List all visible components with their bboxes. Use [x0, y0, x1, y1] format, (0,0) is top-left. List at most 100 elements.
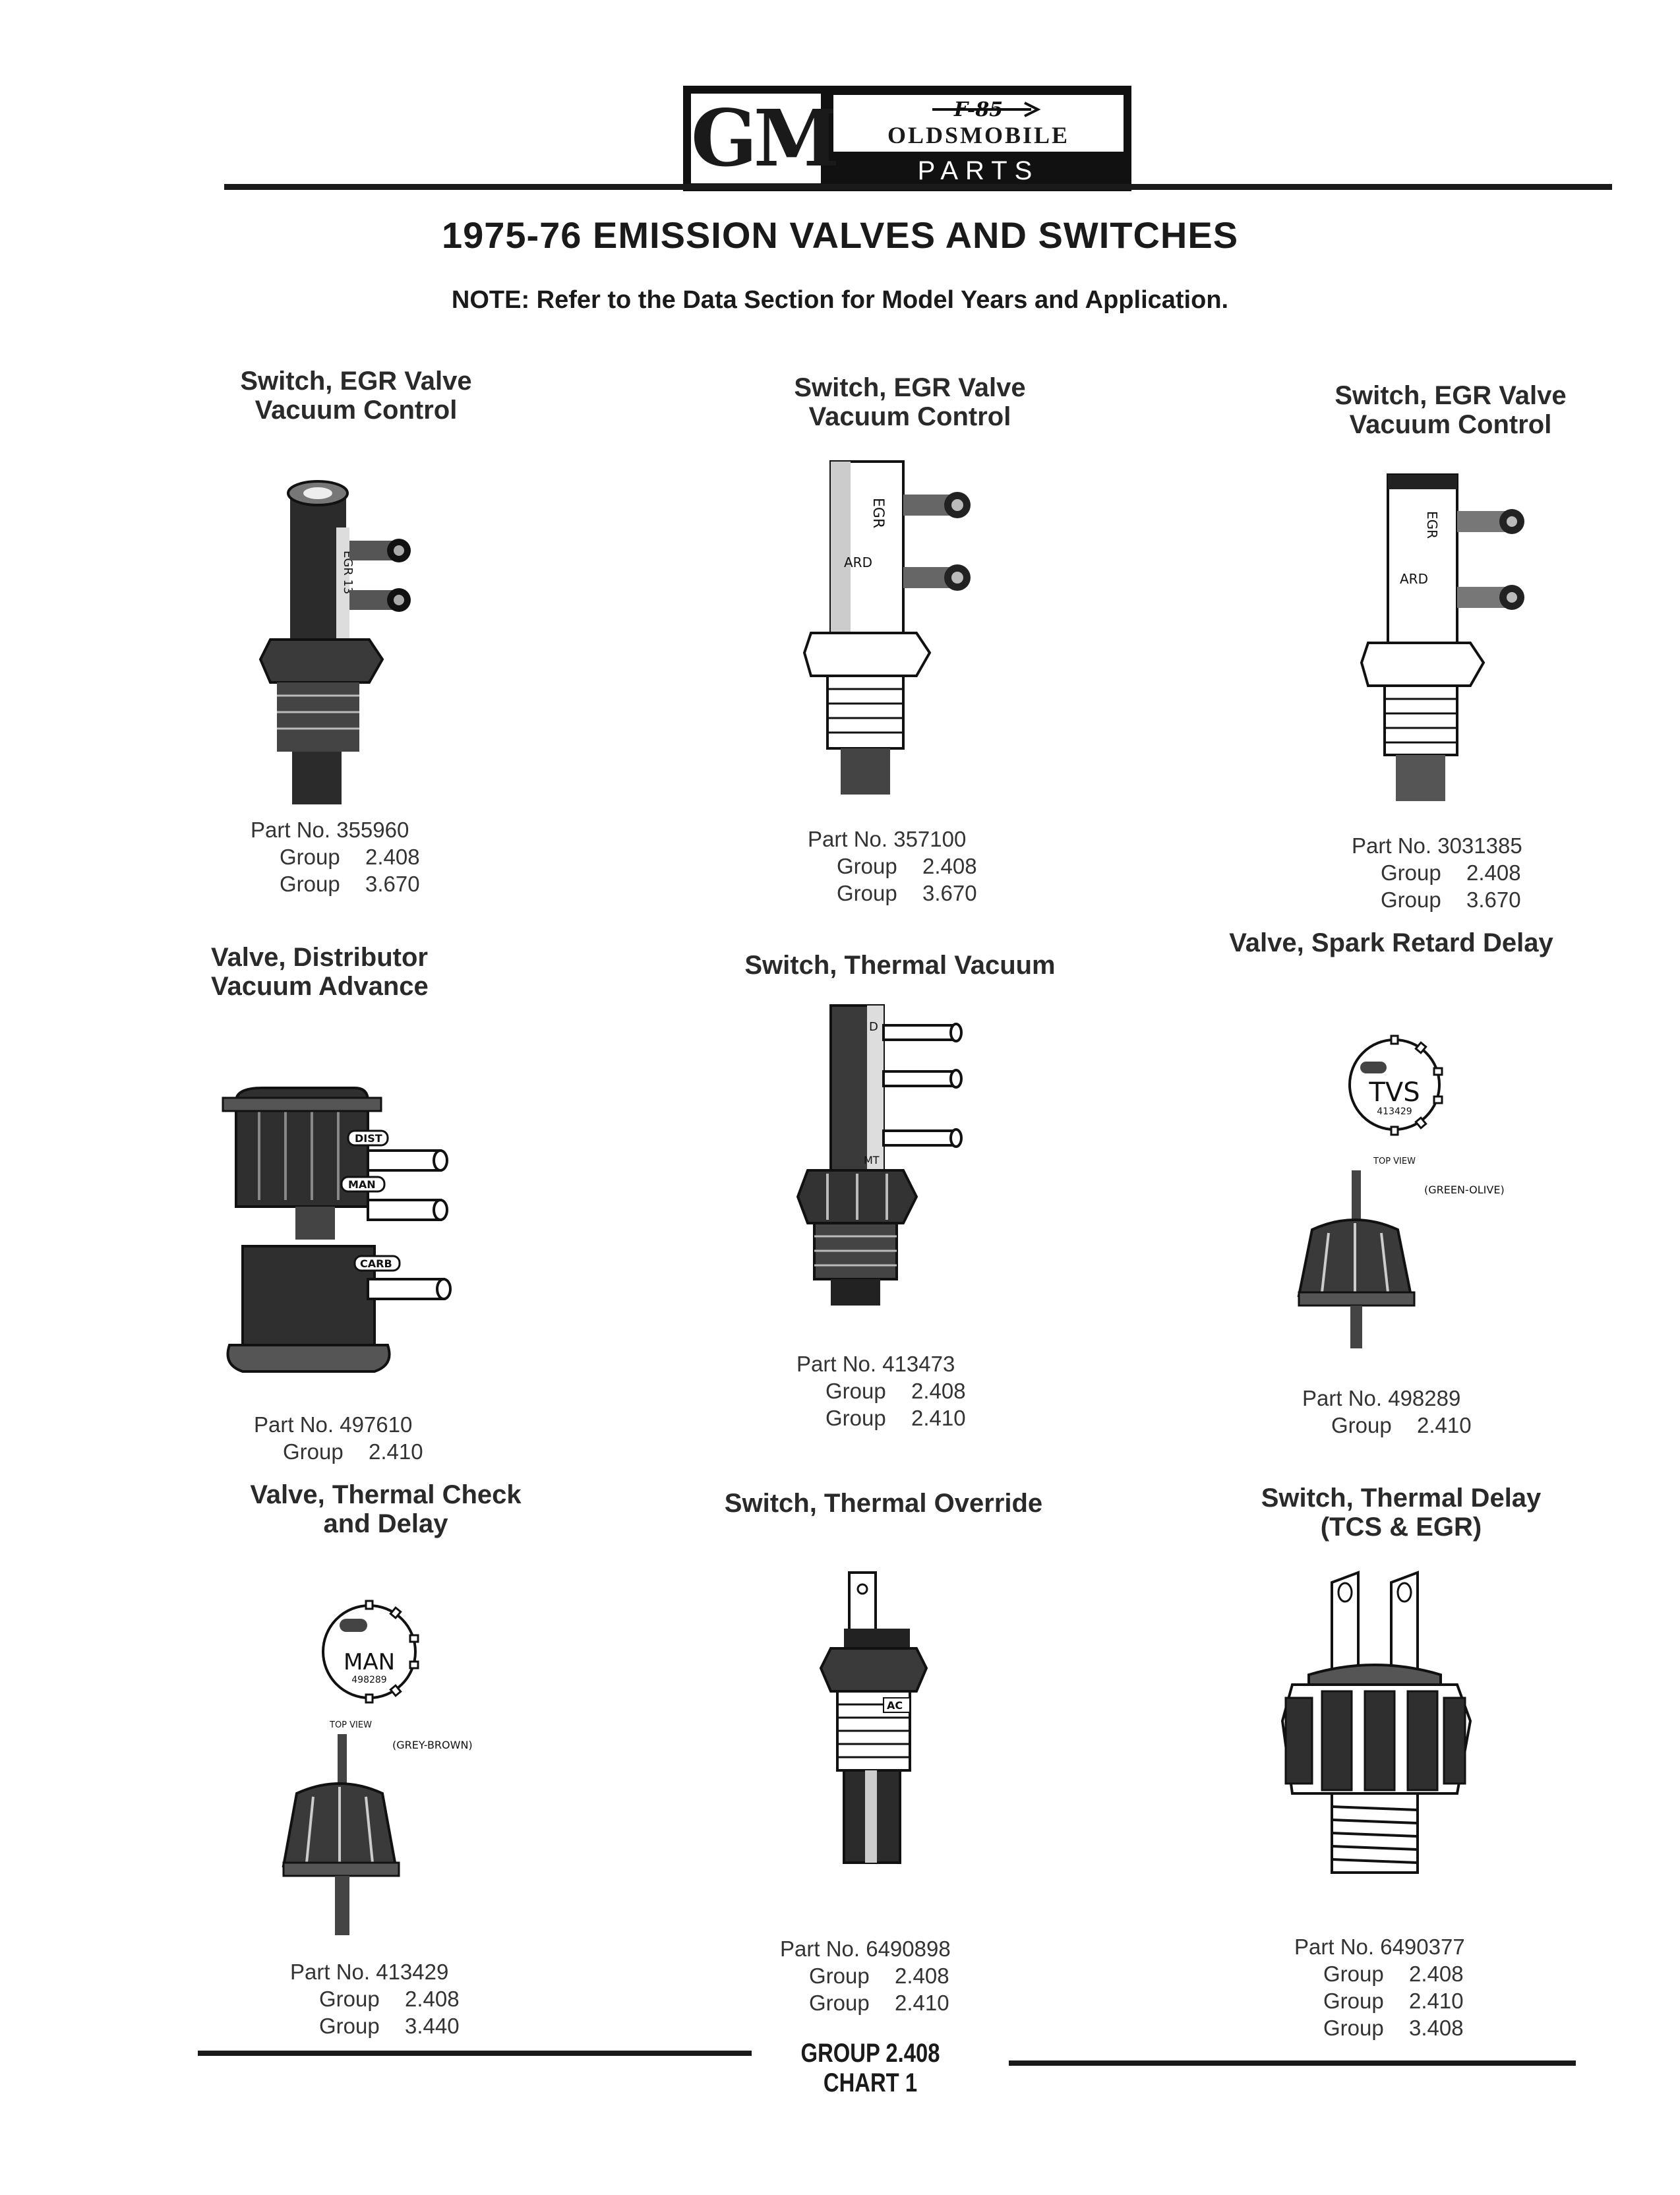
part-number: 355960: [336, 818, 409, 842]
part-info: Part No. 6490377 Group 2.408 Group 2.410 G…: [1294, 1933, 1545, 2041]
group-label: Group: [1381, 860, 1441, 885]
group-number: 3.670: [365, 872, 420, 896]
footer-label: GROUP 2.408 CHART 1: [800, 2039, 940, 2097]
part-no-label: Part No.: [251, 818, 331, 842]
group-number: 2.408: [895, 1964, 949, 1988]
part-title-line: Valve, Distributor: [211, 943, 428, 972]
top-view-label: TOP VIEW: [329, 1720, 372, 1730]
f85-arrow-icon: F-85: [932, 98, 1041, 121]
group-number: 3.408: [1409, 2016, 1464, 2040]
brand-name: OLDSMOBILE: [887, 122, 1070, 148]
part-number: 6490898: [866, 1937, 951, 1961]
egr-switch-icon: EGR 13: [258, 480, 411, 804]
part-no-label: Part No.: [1352, 833, 1432, 858]
part-number: 6490377: [1380, 1935, 1465, 1959]
port-label-dist: DIST: [355, 1132, 382, 1145]
part-number: 413429: [376, 1960, 449, 1984]
group-number: 2.408: [1466, 860, 1521, 885]
part-title-line: Valve, Spark Retard Delay: [1229, 928, 1553, 957]
part-number-row: Part No. 497610: [254, 1411, 491, 1438]
page-note: NOTE: Refer to the Data Section for Mode…: [451, 286, 1229, 314]
svg-text:EGR 13: EGR 13: [341, 551, 355, 594]
svg-text:EGR: EGR: [870, 498, 886, 528]
part-title: Switch, EGR Valve Vacuum Control: [1312, 381, 1589, 439]
group-label: Group: [825, 1379, 886, 1403]
group-number: 2.408: [1409, 1962, 1464, 1986]
group-label: Group: [280, 845, 340, 869]
part-title-line: Vacuum Advance: [211, 972, 429, 1001]
top-number: 498289: [351, 1675, 386, 1685]
group-row: Group 2.410: [780, 1989, 1031, 2016]
group-label: Group: [1323, 1962, 1384, 1986]
group-row: Group 3.440: [290, 2012, 541, 2039]
part-number-row: Part No. 6490898: [780, 1935, 1031, 1962]
top-label: MAN: [344, 1649, 395, 1675]
group-label: Group: [1381, 887, 1441, 912]
part-number: 497610: [340, 1412, 413, 1437]
port-label-man: MAN: [348, 1178, 376, 1191]
part-no-label: Part No.: [780, 1937, 860, 1961]
group-row: Group 2.410: [1294, 1987, 1545, 2014]
group-row: Group 2.408: [251, 843, 488, 870]
part-info: Part No. 355960 Group 2.408 Group 3.670: [251, 816, 488, 897]
group-number: 3.670: [1466, 887, 1521, 912]
port-label-ac: AC: [887, 1699, 903, 1712]
group-row: Group 2.410: [1302, 1412, 1553, 1439]
thermal-check-valve-icon: MAN 498289 TOP VIEW (GREY-BROWN): [282, 1600, 473, 1935]
part-title-line: Switch, EGR Valve: [240, 367, 472, 396]
footer-rule-left: [198, 2051, 752, 2056]
part-title-line: Valve, Thermal Check: [250, 1480, 522, 1509]
thermal-override-switch-icon: AC: [819, 1571, 928, 1864]
f85-emblem-text: F-85: [953, 98, 1003, 121]
part-number-row: Part No. 413429: [290, 1958, 541, 1985]
egr-switch-icon: EGR ARD: [802, 460, 971, 795]
color-note: (GREEN-OLIVE): [1424, 1184, 1505, 1196]
port-label-mt: MT: [864, 1154, 880, 1166]
group-row: Group 2.408: [780, 1962, 1031, 1989]
group-number: 3.670: [922, 881, 977, 905]
group-label: Group: [809, 1964, 870, 1988]
port-label-carb: CARB: [360, 1257, 392, 1270]
part-number-row: Part No. 355960: [251, 816, 488, 843]
group-number: 3.440: [405, 2014, 460, 2038]
part-title-line: Vacuum Control: [255, 396, 458, 425]
part-number-row: Part No. 357100: [808, 826, 1058, 853]
part-no-label: Part No.: [1302, 1386, 1383, 1410]
part-info: Part No. 6490898 Group 2.408 Group 2.410: [780, 1935, 1031, 2016]
part-title: Valve, Spark Retard Delay: [1213, 928, 1569, 957]
page-title: 1975-76 EMISSION VALVES AND SWITCHES: [441, 214, 1239, 256]
group-row: Group 2.408: [1352, 859, 1602, 886]
part-number-row: Part No. 413473: [796, 1350, 1047, 1377]
group-number: 2.410: [895, 1991, 949, 2015]
part-title-line: Vacuum Control: [1349, 410, 1552, 439]
part-no-label: Part No.: [808, 827, 888, 851]
group-number: 2.408: [365, 845, 420, 869]
thermal-vacuum-switch-icon: D MT: [796, 1004, 963, 1306]
color-note: (GREY-BROWN): [392, 1739, 473, 1751]
group-label: Group: [809, 1991, 870, 2015]
group-label: Group: [1323, 2016, 1384, 2040]
group-label: Group: [1323, 1989, 1384, 2013]
part-title: Switch, EGR Valve Vacuum Control: [218, 367, 495, 425]
part-title: Switch, EGR Valve Vacuum Control: [771, 373, 1048, 431]
part-no-label: Part No.: [1294, 1935, 1375, 1959]
group-label: Group: [1331, 1413, 1392, 1437]
group-row: Group 2.408: [1294, 1960, 1545, 1987]
group-row: Group 3.408: [1294, 2014, 1545, 2041]
group-number: 2.410: [1417, 1413, 1472, 1437]
svg-text:ARD: ARD: [1400, 571, 1428, 587]
group-label: Group: [319, 2014, 380, 2038]
port-label-d: D: [869, 1020, 878, 1034]
group-number: 2.410: [911, 1406, 966, 1430]
part-title: Switch, Thermal Vacuum: [715, 951, 1085, 980]
group-number: 2.410: [1409, 1989, 1464, 2013]
svg-text:EGR: EGR: [1424, 511, 1440, 539]
